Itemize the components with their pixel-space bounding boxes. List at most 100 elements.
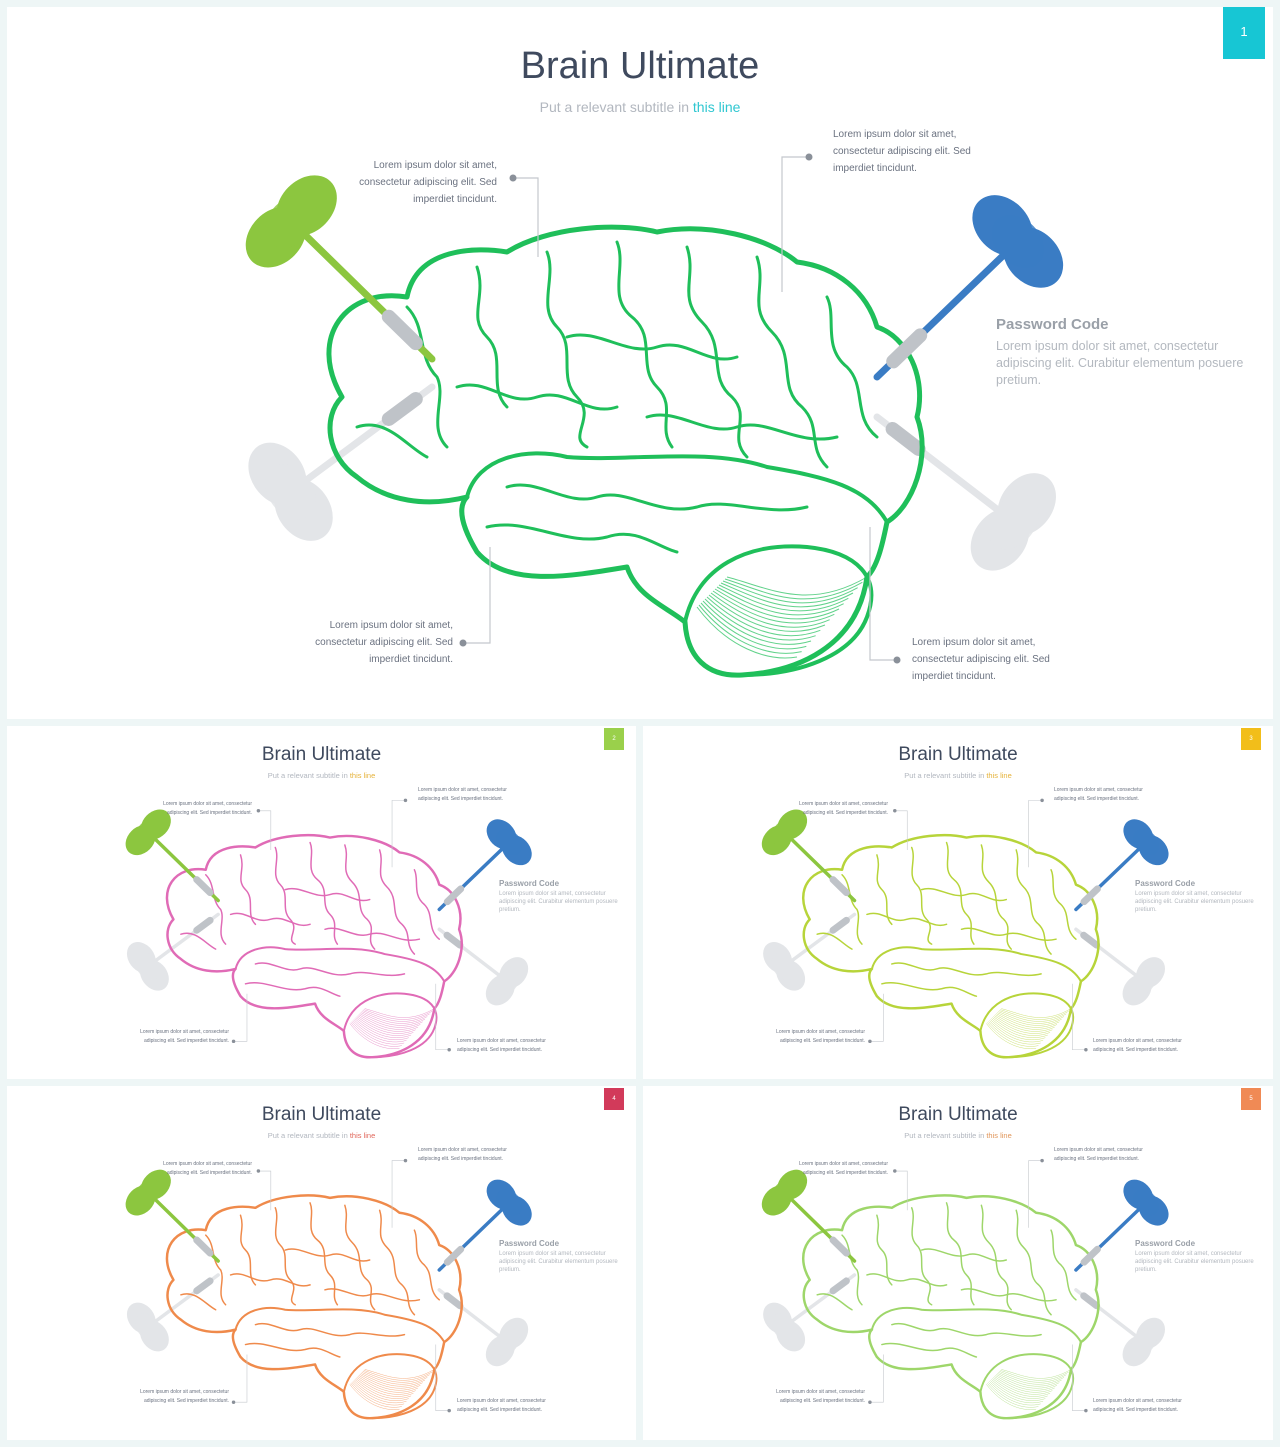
brain-icon — [165, 1194, 463, 1420]
slide-title: Brain Ultimate — [520, 45, 760, 87]
connector-top-right — [391, 1158, 408, 1228]
slide-2[interactable]: Brain Ultimate Put a relevant subtitle i… — [7, 726, 636, 1079]
dart-icon — [1074, 819, 1169, 912]
callout-body: Lorem ipsum dolor sit amet, consectetur … — [1135, 1251, 1254, 1274]
subtitle-text: Put a relevant subtitle in — [267, 771, 350, 780]
callout-title: Password Code — [996, 316, 1109, 333]
connector-top-left — [509, 174, 539, 257]
note-top-left: Lorem ipsum dolor sit amet, consectetur … — [799, 1161, 888, 1176]
note-bottom-left: Lorem ipsum dolor sit amet, consectetur … — [315, 620, 453, 665]
note-top-left: Lorem ipsum dolor sit amet, consectetur … — [163, 1161, 252, 1176]
slide-1[interactable]: Brain Ultimate Put a relevant subtitle i… — [7, 7, 1273, 719]
connector-bottom-left — [459, 547, 491, 647]
page-number-badge: 1 — [1223, 7, 1265, 59]
note-top-right: Lorem ipsum dolor sit amet, consectetur … — [1054, 1147, 1143, 1162]
connector-bottom-right — [435, 1344, 451, 1413]
slide-artwork — [761, 1158, 1169, 1420]
dart-shadow-icon — [126, 912, 220, 991]
connector-bottom-right — [869, 527, 901, 664]
dart-shadow-icon — [763, 912, 857, 991]
dart-icon — [437, 1179, 532, 1272]
page-number-badge: 5 — [1241, 1088, 1261, 1110]
slide-3[interactable]: Brain Ultimate Put a relevant subtitle i… — [643, 726, 1273, 1079]
note-bottom-left: Lorem ipsum dolor sit amet, consectetur … — [140, 1029, 229, 1044]
brain-icon — [165, 833, 463, 1059]
subtitle-highlight: this line — [349, 1131, 376, 1140]
slide-title: Brain Ultimate — [898, 1104, 1018, 1125]
connector-bottom-right — [1072, 983, 1088, 1052]
slide-subtitle: Put a relevant subtitle in this line — [7, 1131, 636, 1140]
callout-title: Password Code — [499, 879, 560, 888]
note-top-right: Lorem ipsum dolor sit amet, consectetur … — [418, 1147, 507, 1162]
note-bottom-right: Lorem ipsum dolor sit amet, consectetur … — [1093, 1398, 1182, 1413]
dart-icon — [245, 175, 436, 363]
dart-shadow-icon — [437, 927, 529, 1006]
connector-bottom-right — [1072, 1344, 1088, 1413]
slide-artwork — [761, 798, 1169, 1059]
connector-bottom-left — [231, 993, 248, 1044]
slide-artwork — [245, 153, 1064, 678]
dart-icon — [761, 809, 857, 903]
subtitle-text: Put a relevant subtitle in — [904, 771, 987, 780]
dart-shadow-icon — [873, 413, 1056, 571]
connector-bottom-right — [435, 983, 451, 1052]
note-top-left: Lorem ipsum dolor sit amet, consectetur … — [799, 801, 888, 816]
page-number-badge: 4 — [604, 1088, 624, 1110]
callout-title: Password Code — [1135, 1239, 1196, 1248]
brain-icon — [326, 224, 925, 678]
connector-top-right — [781, 153, 813, 292]
page-number-badge: 3 — [1241, 728, 1261, 750]
note-bottom-right: Lorem ipsum dolor sit amet, consectetur … — [457, 1398, 546, 1413]
slide-title: Brain Ultimate — [261, 744, 382, 765]
subtitle-highlight: this line — [986, 1131, 1012, 1140]
slide-4[interactable]: Brain Ultimate Put a relevant subtitle i… — [7, 1086, 636, 1440]
dart-icon — [873, 195, 1064, 381]
connector-top-right — [391, 798, 408, 868]
note-bottom-left: Lorem ipsum dolor sit amet, consectetur … — [776, 1029, 865, 1044]
brain-icon — [802, 1194, 1100, 1420]
slide-subtitle: Put a relevant subtitle in this line — [643, 1131, 1273, 1140]
note-top-right: Lorem ipsum dolor sit amet, consectetur … — [1054, 787, 1143, 802]
note-bottom-right: Lorem ipsum dolor sit amet, consectetur … — [457, 1038, 546, 1053]
connector-top-left — [893, 809, 908, 850]
subtitle-text: Put a relevant subtitle in — [267, 1131, 350, 1140]
callout-body: Lorem ipsum dolor sit amet, consectetur … — [1135, 891, 1254, 914]
subtitle-text: Put a relevant subtitle in — [904, 1131, 987, 1140]
connector-top-left — [256, 1169, 272, 1211]
dart-icon — [1074, 1179, 1169, 1272]
subtitle-highlight: this line — [349, 771, 376, 780]
slide-title: Brain Ultimate — [898, 744, 1018, 765]
slide-subtitle: Put a relevant subtitle in this line — [7, 99, 1273, 115]
slide-subtitle: Put a relevant subtitle in this line — [7, 771, 636, 780]
dart-shadow-icon — [1074, 927, 1166, 1006]
callout-title: Password Code — [1135, 879, 1196, 888]
connector-top-left — [893, 1169, 908, 1211]
dart-shadow-icon — [437, 1288, 529, 1367]
slide-5[interactable]: Brain Ultimate Put a relevant subtitle i… — [643, 1086, 1273, 1440]
subtitle-highlight: this line — [986, 771, 1012, 780]
connector-top-right — [1028, 798, 1044, 868]
dart-icon — [125, 809, 220, 903]
subtitle-text: Put a relevant subtitle in — [539, 99, 693, 115]
note-top-right: Lorem ipsum dolor sit amet, consectetur … — [833, 129, 971, 174]
dart-icon — [761, 1169, 857, 1263]
slide-title: Brain Ultimate — [261, 1104, 382, 1125]
connector-bottom-left — [868, 1354, 884, 1404]
note-bottom-left: Lorem ipsum dolor sit amet, consectetur … — [776, 1389, 865, 1404]
slide-artwork — [125, 798, 532, 1059]
dart-shadow-icon — [248, 383, 436, 541]
connector-top-left — [256, 809, 272, 850]
slide-subtitle: Put a relevant subtitle in this line — [643, 771, 1273, 780]
note-bottom-right: Lorem ipsum dolor sit amet, consectetur … — [912, 637, 1050, 682]
page-number-badge: 2 — [604, 728, 624, 750]
dart-shadow-icon — [126, 1273, 220, 1352]
connector-bottom-left — [231, 1354, 248, 1404]
dart-icon — [437, 819, 532, 912]
subtitle-highlight: this line — [692, 99, 741, 115]
note-bottom-left: Lorem ipsum dolor sit amet, consectetur … — [140, 1389, 229, 1404]
note-top-right: Lorem ipsum dolor sit amet, consectetur … — [418, 787, 507, 802]
note-bottom-right: Lorem ipsum dolor sit amet, consectetur … — [1093, 1038, 1182, 1053]
dart-shadow-icon — [763, 1273, 857, 1352]
dart-icon — [125, 1169, 220, 1263]
connector-top-right — [1028, 1158, 1044, 1228]
